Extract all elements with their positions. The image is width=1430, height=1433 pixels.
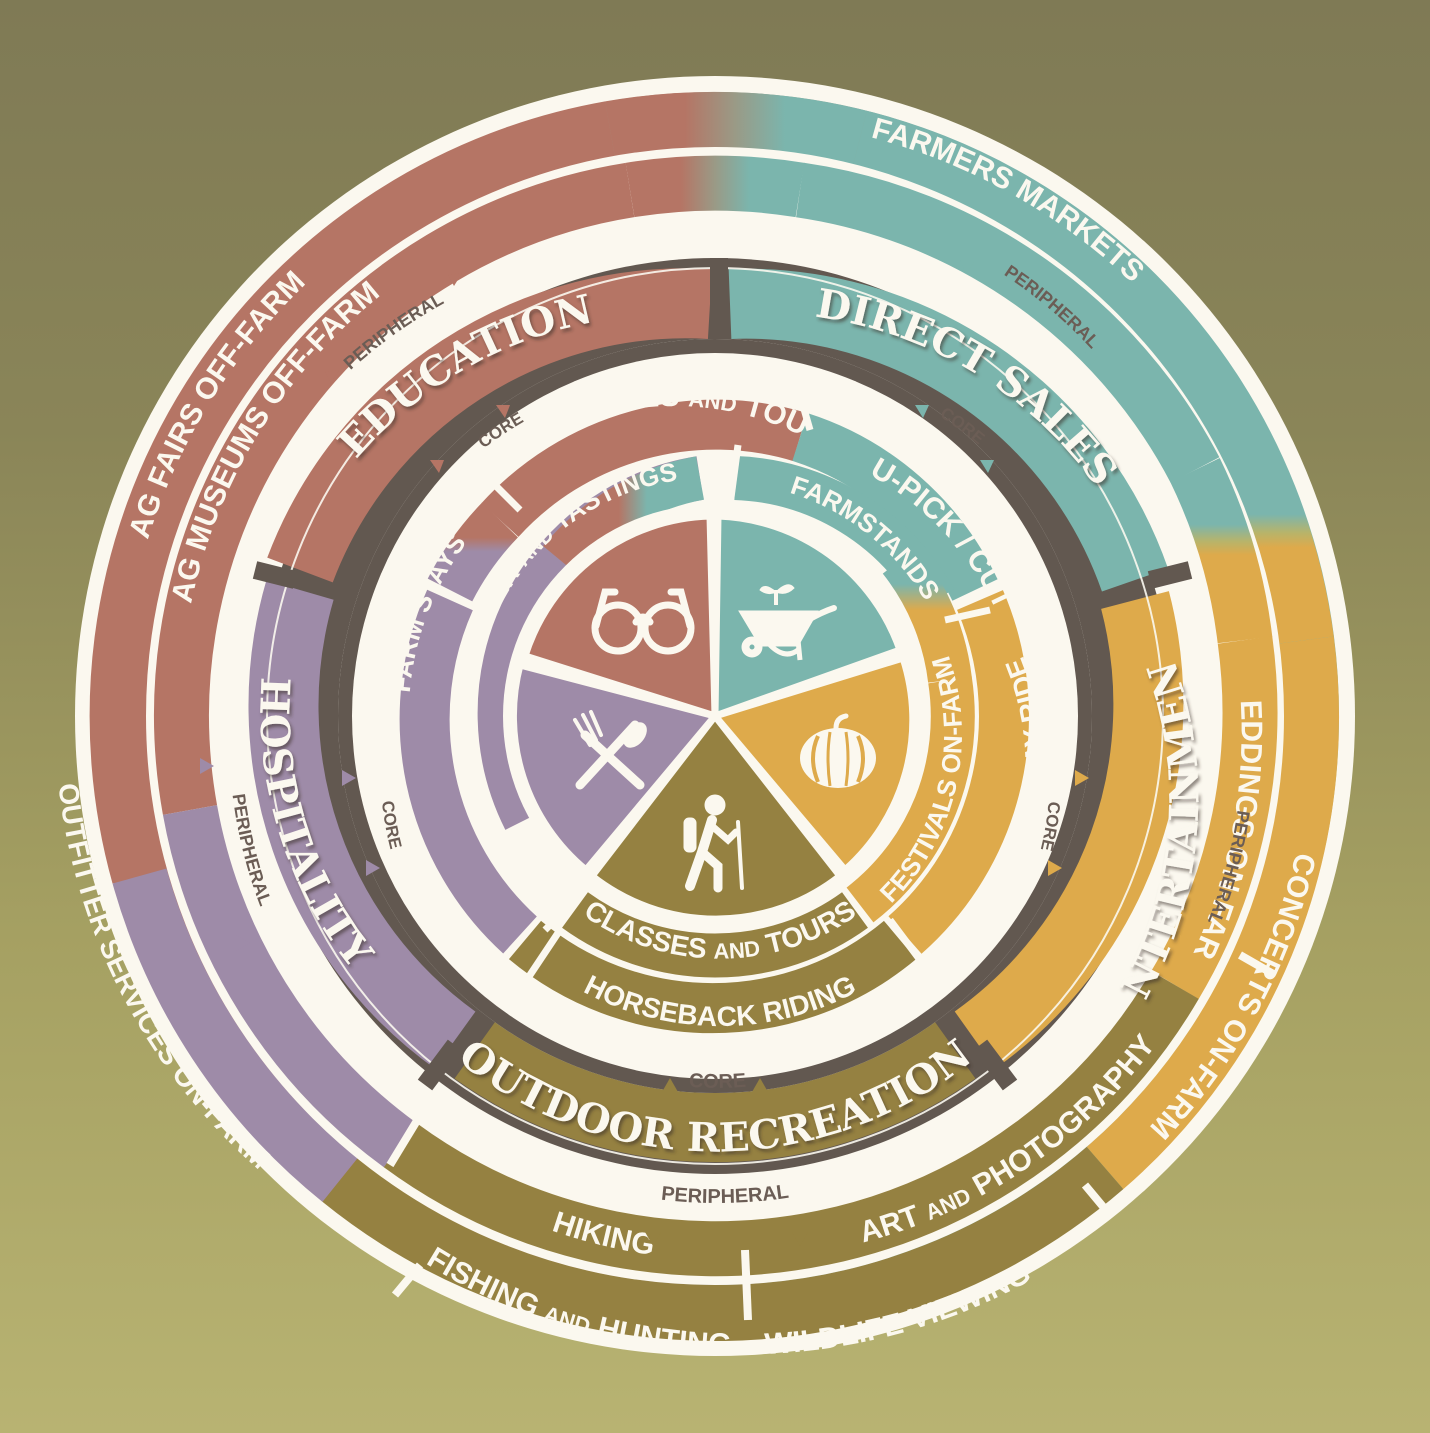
triangle-marker-icon [325,370,339,383]
hiker-icon [683,794,744,893]
core-dividers [487,394,991,992]
triangle-marker-icon [792,1232,808,1246]
triangle-marker-icon [236,935,250,951]
pumpkin-icon [800,713,876,788]
category-band [248,268,1184,1163]
triangle-marker-icon [200,758,214,774]
triangle-marker-icon [960,260,974,274]
peripheral-dividers [386,951,1277,1321]
triangle-marker-icon [980,460,994,473]
category-dividers [252,258,1193,1091]
core-inner-ring [477,456,975,978]
peripheral-outer-sectors [89,91,1340,1342]
triangle-marker-icon [645,1232,661,1246]
triangle-marker-icon [1075,770,1089,786]
triangle-marker-icon [1222,785,1236,801]
category-ring-inner-border [338,339,1092,1093]
triangle-marker-icon [1085,352,1099,366]
triangle-marker-icon [1180,935,1194,951]
core-label-outdoor-recreation: CORE [688,1070,746,1093]
triangle-marker-icon [752,1078,768,1092]
peripheral-inner-sectors [154,155,1278,1277]
eyeglasses-icon [591,588,695,655]
triangle-marker-icon [366,860,380,876]
triangle-marker-icon [342,770,356,786]
triangle-marker-icon [430,460,444,473]
fork-spoon-icon [573,710,647,790]
pie-wedge-education [521,512,719,720]
triangle-marker-icon [448,273,462,286]
tier-marker-triangles [200,260,1236,1246]
triangle-marker-icon [915,405,929,418]
core-outer-ring [399,399,1029,1034]
triangle-marker-icon [662,1078,678,1092]
triangle-marker-icon [1048,860,1062,876]
wheelbarrow-seedling-icon [738,584,837,661]
triangle-marker-icon [496,405,510,418]
